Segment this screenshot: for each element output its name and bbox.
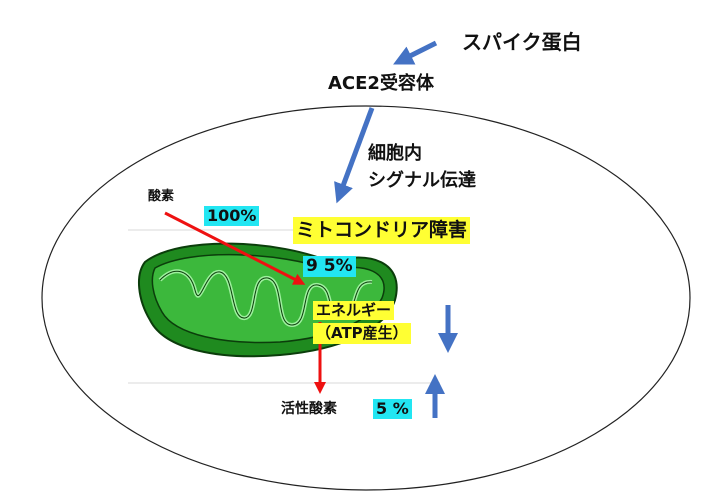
spike-arrow — [393, 40, 438, 65]
ros-label: 活性酸素 — [281, 401, 337, 417]
mito-damage-label: ミトコンドリア障害 — [293, 217, 471, 244]
mito-percent-badge: 9 5% — [303, 256, 356, 277]
signal-transduction-label: シグナル伝達 — [368, 170, 476, 191]
oxygen-arrow — [164, 211, 306, 285]
oxygen-percent-badge: 100% — [204, 206, 260, 226]
cell-outline — [41, 105, 691, 491]
spike-protein-label: スパイク蛋白 — [462, 30, 582, 54]
signal-arrow — [334, 107, 375, 204]
oxygen-label: 酸素 — [148, 189, 175, 204]
ros-percent-badge: 5 % — [373, 399, 412, 419]
energy-label: エネルギー — [313, 301, 395, 320]
intracellular-label: 細胞内 — [368, 143, 422, 164]
atp-production-label: （ATP産生） — [313, 323, 411, 344]
ace2-receptor-label: ACE2受容体 — [328, 73, 434, 94]
